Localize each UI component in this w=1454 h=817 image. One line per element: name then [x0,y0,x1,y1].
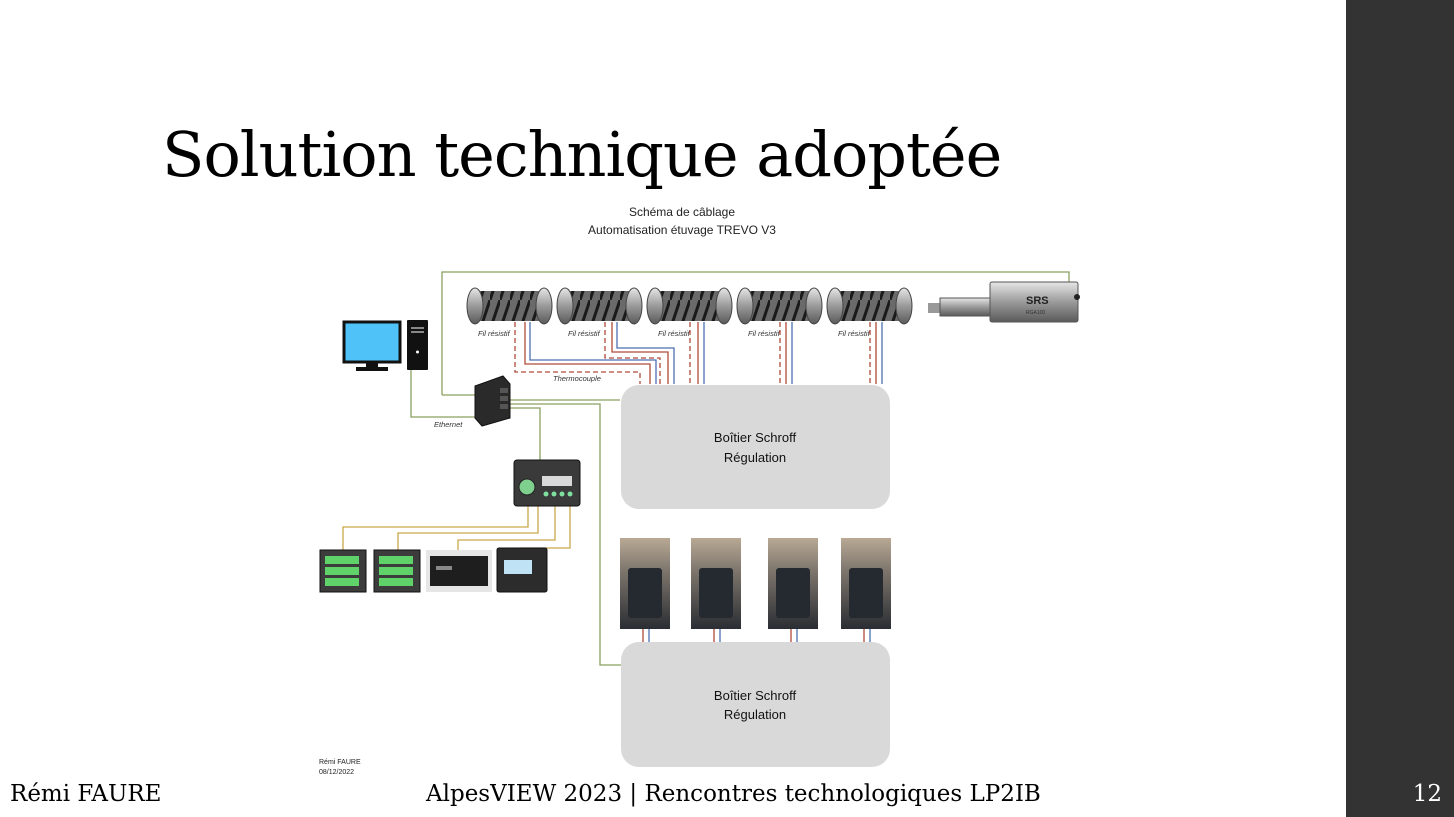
heater-flange-icon [466,287,553,325]
serial-gateway-icon [513,459,581,507]
oven-photo-icon [841,538,891,629]
heater-label-3: Fil résistif [658,329,691,338]
box-bottom-line1: Boîtier Schroff [714,688,797,703]
serial-wires [342,505,571,552]
oven-wires [642,629,871,642]
wiring-diagram: Schéma de câblage Automatisation étuvage… [319,205,1080,776]
box-top-line1: Boîtier Schroff [714,430,797,445]
sidebar [1346,0,1454,817]
network-switch-icon [474,375,511,427]
heater-flange-icon [556,287,643,325]
gauge-brand: SRS [1026,295,1049,307]
oven-photo-icon [620,538,670,629]
desktop-computer-icon [342,320,428,371]
heater-label-5: Fil résistif [838,329,871,338]
heater-label-1: Fil résistif [478,329,511,338]
heater-label-2: Fil résistif [568,329,601,338]
footer-author: Rémi FAURE [10,781,162,807]
ethernet-label: Ethernet [434,420,463,429]
thermocouple-label: Thermocouple [553,374,601,383]
rga-gauge-icon: SRS RGA100 [928,281,1080,323]
controller-panel-icon [319,549,367,593]
diagram-author: Rémi FAURE [319,759,361,766]
slide-title: Solution technique adoptée [162,118,1002,191]
footer-event: AlpesVIEW 2023 | Rencontres technologiqu… [426,781,1041,807]
ethernet-wires [410,271,1070,666]
diagram-heading-line1: Schéma de câblage [629,205,735,219]
controller-panel-icon [426,550,492,592]
heater-flange-icon [736,287,823,325]
diagram-heading-line2: Automatisation étuvage TREVO V3 [588,223,776,237]
heater-flange-icon [646,287,733,325]
oven-photo-icon [768,538,818,629]
thermocouple-wires [514,322,883,384]
heater-flange-icon [826,287,913,325]
controller-panel-icon [496,547,548,593]
controller-panel-icon [373,549,421,593]
diagram-date: 08/12/2022 [319,769,354,776]
gauge-model: RGA100 [1026,310,1045,316]
box-bottom-line2: Régulation [724,707,786,722]
oven-photo-icon [691,538,741,629]
box-top-line2: Régulation [724,450,786,465]
schroff-box-bottom: Boîtier Schroff Régulation [621,642,890,767]
page-number: 12 [1412,781,1442,807]
heater-label-4: Fil résistif [748,329,781,338]
schroff-box-top: Boîtier Schroff Régulation [621,385,890,509]
